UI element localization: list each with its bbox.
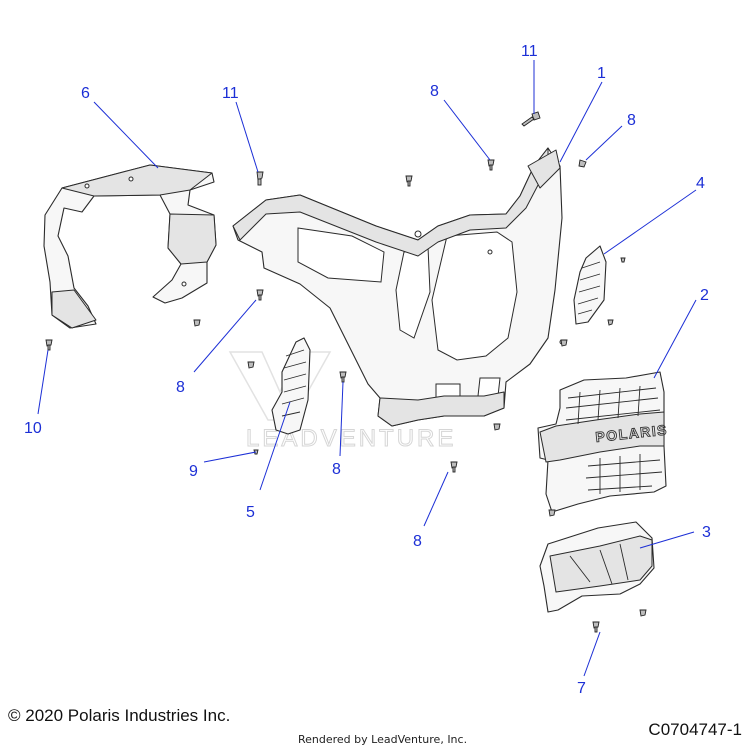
leader-1 — [559, 81, 603, 163]
screw-11-left-icon — [256, 171, 264, 186]
leader-8-top-right — [585, 125, 623, 161]
leader-8-left — [193, 299, 257, 373]
part-6-inner-shroud — [43, 164, 217, 329]
screw-10-icon — [45, 339, 53, 351]
leader-10 — [37, 349, 49, 415]
screw-misc-icon — [548, 509, 556, 517]
callout-8-mid: 8 — [332, 461, 341, 478]
screw-11-top-icon — [521, 111, 541, 127]
screw-8-mid-icon — [339, 371, 347, 383]
screw-misc-icon — [247, 361, 255, 369]
callout-8-left: 8 — [176, 379, 185, 396]
screw-misc-icon — [620, 257, 626, 263]
screw-8-top-left-icon — [487, 159, 495, 171]
callout-11-top: 11 — [521, 43, 538, 60]
screw-misc-icon — [607, 319, 614, 326]
copyright-text: © 2020 Polaris Industries Inc. — [8, 706, 231, 725]
screw-7-icon — [592, 621, 600, 633]
part-2-main-grille: POLARIS — [537, 371, 669, 513]
callout-3: 3 — [702, 524, 711, 541]
callout-7: 7 — [577, 680, 586, 697]
leader-2 — [653, 299, 697, 379]
rendered-by-text: Rendered by LeadVenture, Inc. — [298, 733, 468, 746]
part-1-front-bezel — [232, 147, 565, 427]
callout-8-top: 8 — [430, 83, 439, 100]
callout-4: 4 — [696, 175, 705, 192]
leader-8-top — [443, 99, 491, 161]
leader-9 — [203, 451, 257, 463]
screw-misc-icon — [493, 423, 501, 431]
leader-lines — [37, 60, 697, 677]
leader-6 — [93, 101, 159, 169]
callout-8-top-right: 8 — [627, 112, 636, 129]
drawing-number: C0704747-1 — [648, 720, 742, 739]
callout-11-left: 11 — [222, 85, 239, 102]
screw-misc-icon — [639, 609, 647, 617]
callout-8-bottom: 8 — [413, 533, 422, 550]
callout-9: 9 — [189, 463, 198, 480]
part-3-lower-panel — [539, 521, 655, 613]
screw-misc-icon — [560, 339, 568, 347]
screw-8-top-right-icon — [578, 159, 587, 168]
callout-5: 5 — [246, 504, 255, 521]
leader-8-bottom — [423, 471, 449, 527]
leader-5 — [259, 401, 291, 491]
leader-11-left — [235, 101, 259, 173]
leader-7 — [583, 631, 601, 677]
callout-6: 6 — [81, 85, 90, 102]
part-5-left-side-grille — [271, 337, 311, 435]
screw-8-left-icon — [256, 289, 264, 301]
leader-4 — [603, 189, 697, 255]
callout-1: 1 — [597, 65, 606, 82]
part-4-right-side-grille — [573, 245, 607, 325]
screw-8-center-left-icon — [405, 175, 413, 187]
screw-misc-icon — [193, 319, 201, 327]
leader-8-mid — [339, 381, 344, 457]
callout-2: 2 — [700, 287, 709, 304]
callout-10: 10 — [24, 420, 42, 437]
callout-numbers: 6 11 11 8 1 8 4 2 3 7 8 8 5 9 8 10 — [24, 43, 711, 697]
leader-3 — [639, 531, 695, 549]
screw-8-bottom-icon — [450, 461, 458, 473]
